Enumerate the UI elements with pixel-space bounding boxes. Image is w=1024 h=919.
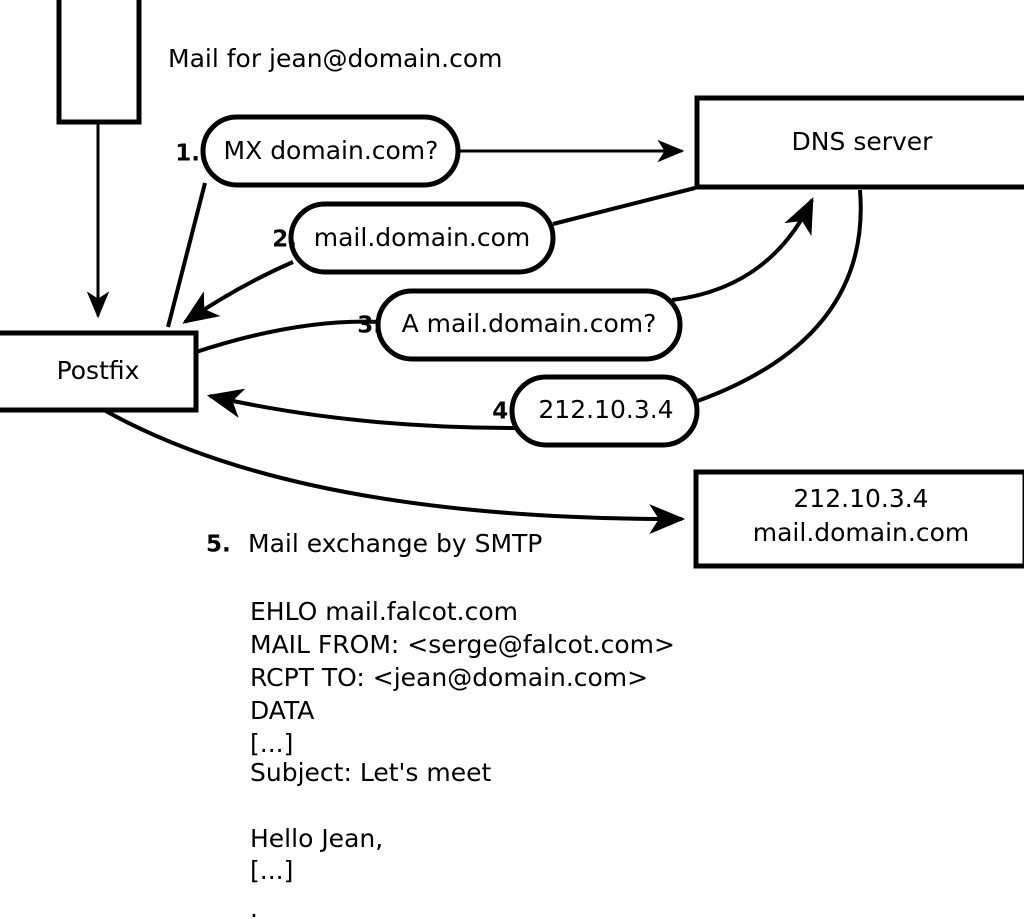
step-number-5: 5. bbox=[206, 532, 231, 558]
transcript-line-1: EHLO mail.falcot.com bbox=[250, 597, 518, 626]
transcript-line-11: . bbox=[250, 894, 258, 919]
node-dns-box[interactable] bbox=[694, 95, 1024, 190]
title-mail-for-label: Mail for jean@domain.com bbox=[168, 44, 503, 73]
step-number-3: 3. bbox=[357, 313, 382, 339]
pill-step-1[interactable] bbox=[200, 114, 461, 188]
transcript-line-3: RCPT TO: <jean@domain.com> bbox=[250, 663, 648, 692]
node-client-box[interactable] bbox=[56, 0, 142, 125]
pill-step-4[interactable] bbox=[509, 374, 700, 448]
step-5-label: Mail exchange by SMTP bbox=[248, 529, 542, 558]
node-postfix-box[interactable] bbox=[0, 330, 199, 413]
transcript-line-9: [...] bbox=[250, 856, 293, 885]
node-mailserver-host: mail.domain.com bbox=[753, 518, 969, 547]
node-dns-label: DNS server bbox=[792, 127, 934, 156]
edge-postfix-to-mailserver bbox=[103, 408, 686, 535]
pill-step-1-label: MX domain.com? bbox=[224, 136, 439, 165]
smtp-transcript: EHLO mail.falcot.com MAIL FROM: <serge@f… bbox=[250, 597, 675, 919]
transcript-line-8: Hello Jean, bbox=[250, 824, 383, 853]
pill-step-3[interactable] bbox=[375, 288, 683, 362]
step-number-2: 2. bbox=[272, 227, 297, 253]
pill-step-2-label: mail.domain.com bbox=[314, 223, 530, 252]
node-mailserver-ip: 212.10.3.4 bbox=[793, 484, 928, 513]
pill-step-4-label: 212.10.3.4 bbox=[538, 395, 673, 424]
edge-dns-to-step4-pill bbox=[691, 189, 863, 405]
transcript-line-5: [...] bbox=[250, 729, 293, 758]
transcript-line-2: MAIL FROM: <serge@falcot.com> bbox=[250, 630, 675, 659]
pill-step-3-label: A mail.domain.com? bbox=[402, 309, 657, 338]
edge-postfix-to-step3-pill bbox=[195, 319, 381, 354]
pill-step-2[interactable] bbox=[288, 201, 556, 275]
edge-step2-pill-to-postfix bbox=[182, 260, 294, 324]
edge-step3-pill-to-dns bbox=[671, 197, 814, 302]
node-mailserver-box[interactable] bbox=[693, 469, 1024, 569]
edge-dns-to-step2-pill bbox=[552, 186, 696, 226]
transcript-line-4: DATA bbox=[250, 696, 314, 725]
transcript-line-6: Subject: Let's meet bbox=[250, 758, 491, 787]
step-number-4: 4. bbox=[492, 399, 517, 425]
step-number-1: 1. bbox=[175, 141, 200, 167]
edge-step4-pill-to-postfix bbox=[206, 388, 516, 430]
edge-postfix-to-step1-pill bbox=[166, 182, 207, 328]
node-postfix-label: Postfix bbox=[57, 356, 140, 385]
